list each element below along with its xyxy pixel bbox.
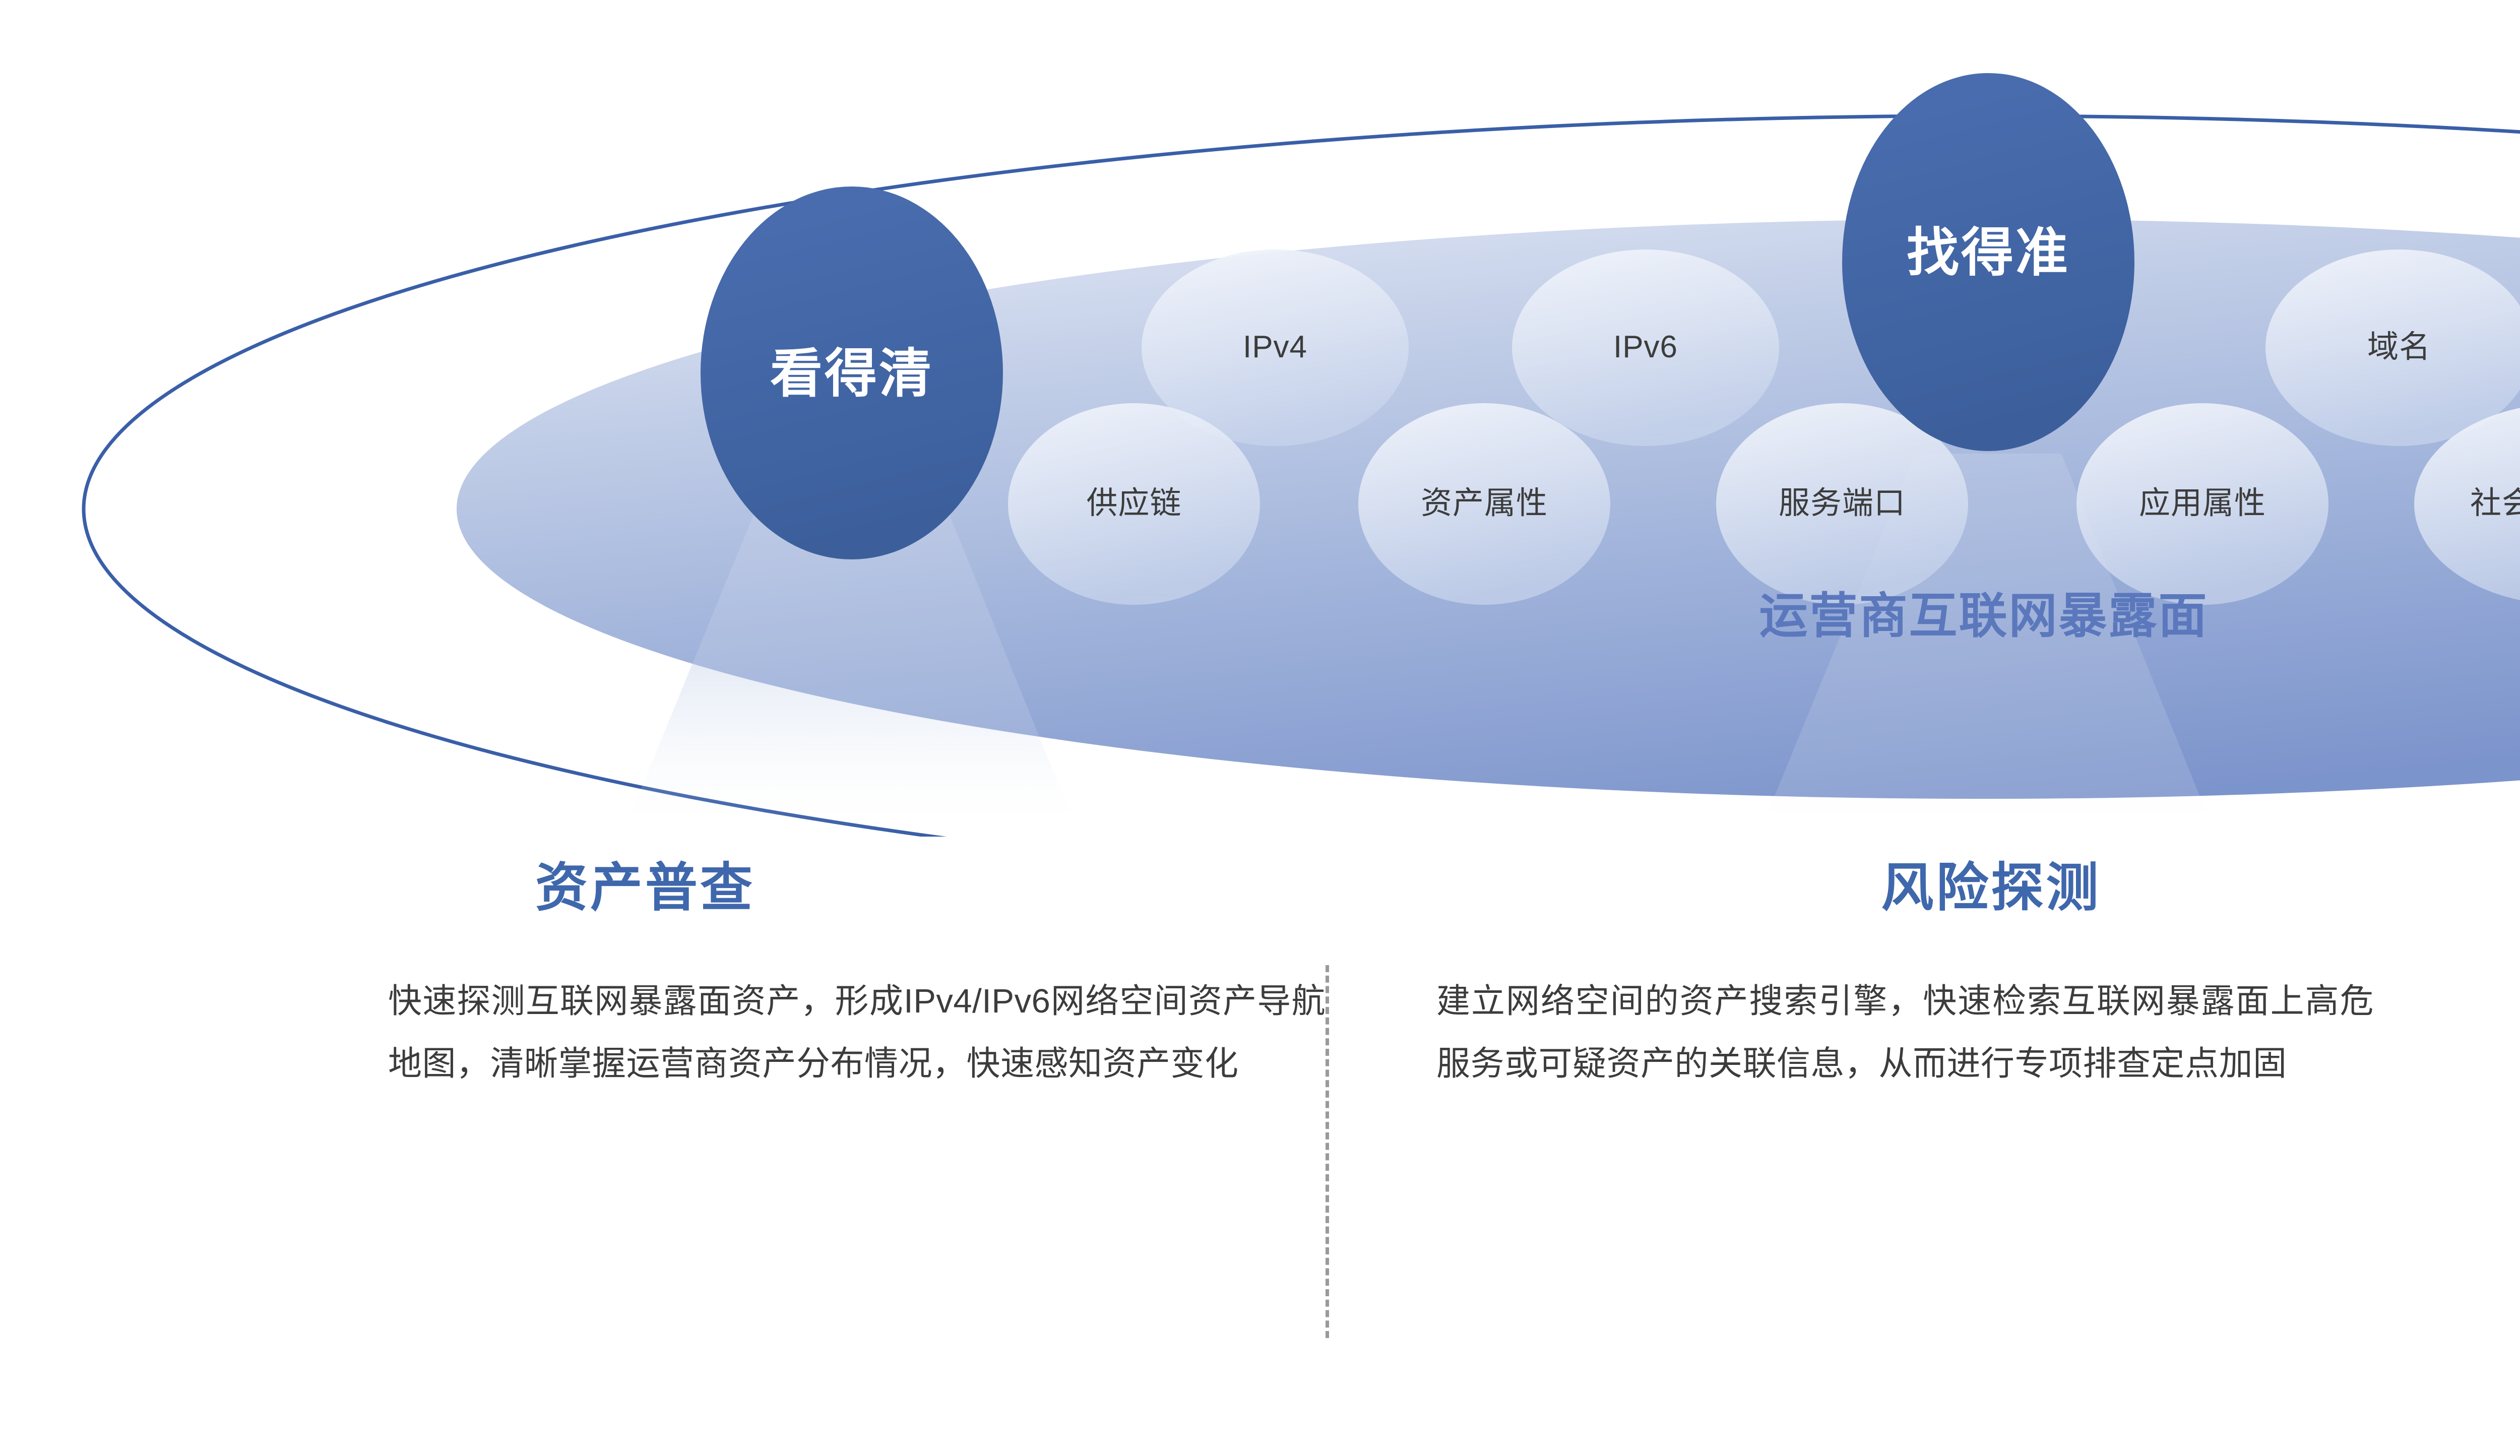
chip-shape-asset-attr (1358, 403, 1610, 605)
chip-label-social-asset-attributes: 社会资产属性 (2470, 486, 2520, 521)
exposure-surface-diagram: 看得清 找得准 管得好 IPv4 IPv6 域名 其他 供应链 资产属性 服务端… (82, 73, 2520, 837)
chip-shape-ipv4 (1142, 249, 1409, 446)
column-title-risk-detection: 风险探测 (1881, 859, 2101, 917)
chip-label-application-attributes: 应用属性 (2138, 486, 2266, 521)
chip-shape-app-attr (2076, 403, 2328, 605)
pillar-shape-left (701, 186, 1003, 559)
pillar-label-center: 找得准 (1906, 224, 2070, 282)
chip-label-domain: 域名 (2367, 330, 2431, 364)
column-body-asset-survey: 快速探测互联网暴露面资产，形成IPv4/IPv6网络空间资产导航地图，清晰掌握运… (388, 982, 1326, 1083)
chip-shape-domain (2265, 249, 2520, 446)
chip-shape-service-port (1716, 403, 1968, 605)
chip-shape-social-attr (2414, 408, 2520, 600)
pillar-label-left: 看得清 (770, 345, 933, 403)
chip-shapes-top-row (1142, 249, 2520, 446)
chip-shape-ipv6 (1512, 249, 1779, 446)
chip-label-service-port: 服务端口 (1778, 486, 1906, 521)
chip-label-ipv6: IPv6 (1613, 330, 1678, 364)
chip-label-asset-attributes: 资产属性 (1420, 486, 1548, 521)
chip-label-supply-chain: 供应链 (1086, 486, 1182, 521)
capability-column-risk-detection: 风险探测 建立网络空间的资产搜索引擎，快速检索互联网暴露面上高危服务或可疑资产的… (1326, 827, 2520, 1338)
chip-label-ipv4: IPv4 (1242, 330, 1308, 364)
chip-shapes-bottom-row (1008, 403, 2520, 605)
exposure-surface-title: 运营商互联网暴露面 (1759, 589, 2209, 643)
chip-shape-supply-chain (1008, 403, 1260, 605)
column-body-risk-detection: 建立网络空间的资产搜索引擎，快速检索互联网暴露面上高危服务或可疑资产的关联信息，… (1436, 982, 2374, 1083)
pillar-shape-center (1842, 73, 2134, 451)
capability-column-asset-survey: 资产普查 快速探测互联网暴露面资产，形成IPv4/IPv6网络空间资产导航地图，… (0, 827, 1326, 1095)
capability-columns: 资产普查 快速探测互联网暴露面资产，形成IPv4/IPv6网络空间资产导航地图，… (0, 827, 2520, 1456)
diagram-artwork (82, 73, 2520, 837)
column-title-asset-survey: 资产普查 (535, 859, 755, 917)
